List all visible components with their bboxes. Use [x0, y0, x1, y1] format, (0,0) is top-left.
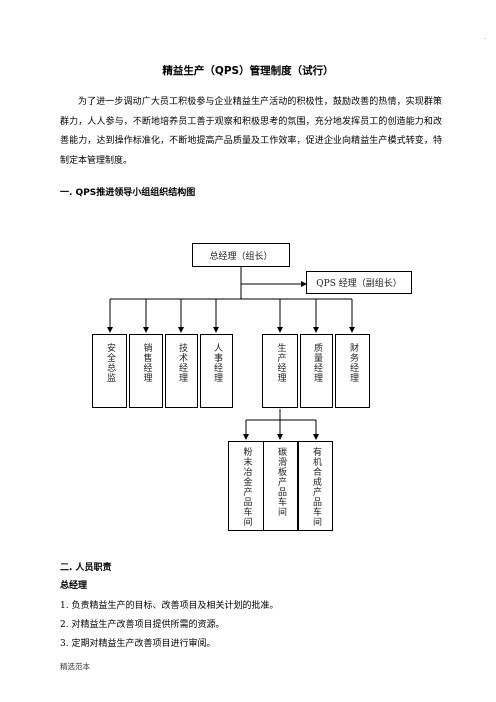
org-box-sales-manager-label: 销售经理	[141, 343, 152, 383]
page-corner-mark: .	[484, 34, 486, 41]
org-box-carbon-slider-workshop-label: 碳滑板产品车间	[276, 447, 286, 517]
org-box-safety-director: 安全总监	[92, 334, 127, 408]
page-footer: 精选范本	[60, 662, 90, 671]
org-box-hr-manager: 人事经理	[200, 334, 233, 408]
org-box-general-manager: 总经理（组长）	[192, 243, 290, 267]
org-box-qps-manager-label: QPS 经理（副组长）	[316, 279, 402, 289]
org-box-qps-manager: QPS 经理（副组长）	[306, 271, 412, 294]
duty-item-3: 3. 定期对精益生产改善项目进行审阅。	[60, 639, 216, 649]
org-box-carbon-slider-workshop: 碳滑板产品车间	[263, 441, 298, 531]
org-box-organic-synthesis-workshop-label: 有机合成产品车间	[311, 447, 321, 527]
org-box-tech-manager: 技术经理	[165, 334, 198, 408]
document-title: 精益生产（QPS）管理制度（试行）	[162, 65, 334, 77]
org-box-powder-metallurgy-workshop: 粉末冶金产品车间	[228, 441, 264, 531]
org-box-finance-manager-label: 财务经理	[348, 343, 358, 383]
org-box-organic-synthesis-workshop: 有机合成产品车间	[298, 441, 333, 531]
org-box-sales-manager: 销售经理	[129, 334, 163, 408]
duty-item-2: 2. 对精益生产改善项目提供所需的资源。	[60, 620, 225, 630]
org-box-safety-director-label: 安全总监	[105, 343, 115, 383]
org-box-production-manager: 生产经理	[262, 334, 298, 408]
org-box-hr-manager-label: 人事经理	[212, 343, 222, 383]
duty-item-1: 1. 负责精益生产的目标、改善项目及相关计划的批准。	[60, 601, 279, 611]
section-duties-heading: 二. 人员职责	[60, 563, 112, 573]
general-manager-subheading: 总经理	[60, 581, 88, 591]
org-box-general-manager-label: 总经理（组长）	[209, 251, 273, 262]
org-box-powder-metallurgy-workshop-label: 粉末冶金产品车间	[241, 447, 252, 527]
org-box-quality-manager-label: 质量经理	[312, 343, 322, 383]
org-box-quality-manager: 质量经理	[300, 334, 333, 408]
section-org-heading: 一. QPS推进领导小组组织结构图	[60, 188, 196, 198]
org-box-production-manager-label: 生产经理	[275, 343, 286, 383]
org-box-tech-manager-label: 技术经理	[177, 343, 187, 383]
org-box-finance-manager: 财务经理	[335, 334, 370, 408]
intro-paragraph: 为了进一步调动广大员工积极参与企业精益生产活动的积极性，鼓励改善的热情，实现群策…	[60, 97, 442, 166]
